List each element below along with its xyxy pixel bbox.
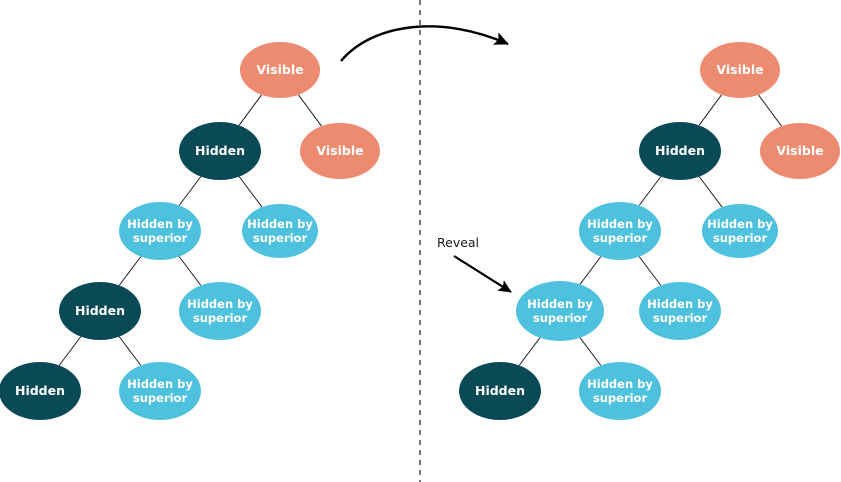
tree-edge xyxy=(118,336,142,366)
node-ellipse[interactable] xyxy=(639,122,721,180)
tree-node-visible[interactable]: Visible xyxy=(760,123,840,179)
node-ellipse[interactable] xyxy=(700,42,780,98)
node-ellipse[interactable] xyxy=(119,362,201,420)
node-ellipse[interactable] xyxy=(240,42,320,98)
tree-edge xyxy=(298,94,322,127)
node-ellipse[interactable] xyxy=(242,204,318,258)
transform-arrow-icon xyxy=(340,25,509,62)
tree-node-hidden[interactable]: Hidden xyxy=(0,362,81,420)
tree-edge xyxy=(638,256,662,286)
node-ellipse[interactable] xyxy=(179,282,261,340)
node-ellipse[interactable] xyxy=(459,362,541,420)
tree-edge xyxy=(698,176,723,208)
tree-node-hidden[interactable]: Hidden xyxy=(59,282,141,340)
tree-edge xyxy=(118,256,142,286)
node-ellipse[interactable] xyxy=(639,282,721,340)
tree-edge xyxy=(579,337,602,366)
tree-edge xyxy=(58,336,82,366)
node-ellipse[interactable] xyxy=(516,281,604,341)
tree-node-hidden[interactable]: Hidden xyxy=(179,122,261,180)
tree-node-visible[interactable]: Visible xyxy=(300,123,380,179)
tree-edges-layer xyxy=(58,94,782,366)
tree-edge xyxy=(638,176,662,206)
tree-edge xyxy=(698,94,722,126)
tree-edge xyxy=(238,94,262,126)
tree-node-visible[interactable]: Visible xyxy=(240,42,320,98)
node-ellipse[interactable] xyxy=(579,362,661,420)
tree-node-visible[interactable]: Visible xyxy=(700,42,780,98)
tree-edge xyxy=(178,256,202,286)
node-ellipse[interactable] xyxy=(59,282,141,340)
tree-edge xyxy=(579,256,602,285)
node-ellipse[interactable] xyxy=(0,362,81,420)
node-ellipse[interactable] xyxy=(760,123,840,179)
node-ellipse[interactable] xyxy=(300,123,380,179)
node-ellipse[interactable] xyxy=(179,122,261,180)
reveal-annotation-label: Reveal xyxy=(437,235,479,250)
tree-node-hidden[interactable]: Hidden xyxy=(639,122,721,180)
tree-edge xyxy=(238,176,263,208)
node-ellipse[interactable] xyxy=(119,202,201,260)
node-ellipse[interactable] xyxy=(579,202,661,260)
tree-edge xyxy=(518,337,541,366)
tree-edge xyxy=(758,94,782,127)
tree-edge xyxy=(178,176,202,206)
tree-node-hidden[interactable]: Hidden xyxy=(459,362,541,420)
reveal-arrow-icon xyxy=(453,255,512,293)
node-ellipse[interactable] xyxy=(702,204,778,258)
